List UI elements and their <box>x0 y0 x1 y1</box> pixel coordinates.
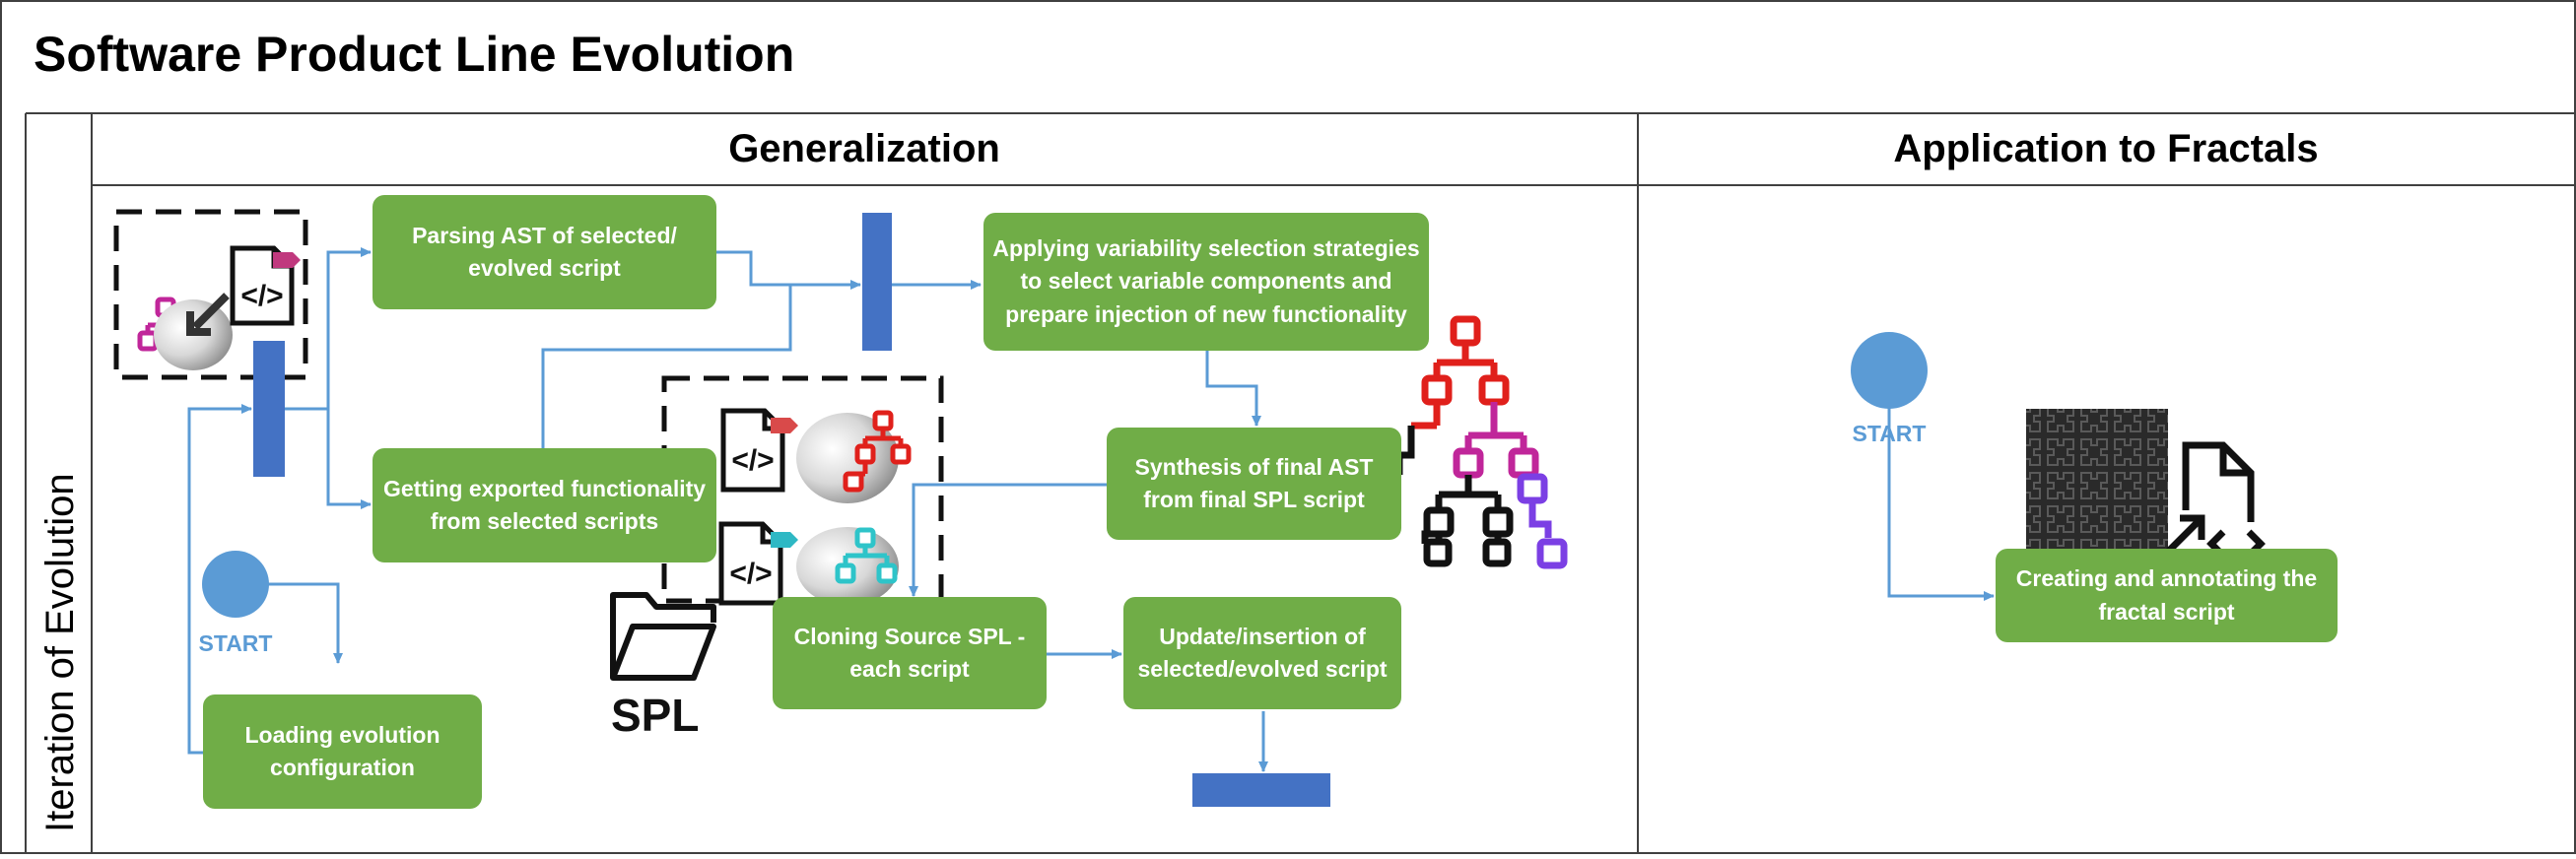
column-header-generalization: Generalization <box>728 127 1000 170</box>
code-file-icon: </> <box>718 521 783 606</box>
sync-bar-left <box>253 341 285 477</box>
connectors <box>187 247 1995 772</box>
code-expand-icon <box>2163 441 2266 559</box>
node-update-label: Update/insertion of selected/evolved scr… <box>1137 623 1388 682</box>
node-creating-label: Creating and annotating the fractal scri… <box>2015 565 2318 625</box>
tree-hierarchy-icon <box>835 527 898 584</box>
tag-icon <box>771 532 798 548</box>
fractal-image-icon <box>2026 409 2168 553</box>
folder-icon <box>610 592 716 681</box>
start-circle-fractals <box>1851 332 1928 409</box>
svg-text:</>: </> <box>731 444 774 477</box>
node-creating[interactable]: Creating and annotating the fractal scri… <box>1996 549 2338 642</box>
sphere-shape <box>796 413 899 503</box>
start-circle <box>202 551 269 618</box>
tree-hierarchy-icon <box>843 410 912 493</box>
sync-bar-bottom <box>1192 773 1330 807</box>
node-update[interactable]: Update/insertion of selected/evolved scr… <box>1123 597 1401 709</box>
node-cloning-label: Cloning Source SPL - each script <box>793 623 1026 682</box>
node-variability-label: Applying variability selection strategie… <box>992 234 1420 327</box>
dashed-group-input <box>113 209 308 380</box>
sync-bar-middle <box>862 213 892 351</box>
node-synthesis-label: Synthesis of final AST from final SPL sc… <box>1134 453 1374 512</box>
node-parsing[interactable]: Parsing AST of selected/ evolved script <box>373 195 716 309</box>
svg-text:</>: </> <box>240 280 283 312</box>
node-loading-label: Loading evolution configuration <box>244 721 441 780</box>
tag-icon <box>771 418 798 433</box>
start-label-fractals: START <box>1853 421 1927 446</box>
node-synthesis[interactable]: Synthesis of final AST from final SPL sc… <box>1107 428 1401 540</box>
node-exported[interactable]: Getting exported functionality from sele… <box>373 448 716 562</box>
page-title: Software Product Line Evolution <box>34 27 794 82</box>
node-cloning[interactable]: Cloning Source SPL - each script <box>773 597 1047 709</box>
node-exported-label: Getting exported functionality from sele… <box>382 475 707 534</box>
tag-icon <box>273 252 301 268</box>
lane-label: Iteration of Evolution <box>38 473 82 832</box>
column-header-application: Application to Fractals <box>1893 127 2318 170</box>
code-file-icon: </> <box>720 408 785 493</box>
pointer-arrow-icon <box>192 293 230 330</box>
svg-text:</>: </> <box>729 558 772 590</box>
node-loading[interactable]: Loading evolution configuration <box>203 694 482 809</box>
spl-label: SPL <box>611 690 699 741</box>
node-variability[interactable]: Applying variability selection strategie… <box>983 213 1429 351</box>
start-label: START <box>199 630 273 656</box>
node-parsing-label: Parsing AST of selected/ evolved script <box>412 222 677 281</box>
tree-hierarchy-icon <box>1395 315 1568 569</box>
